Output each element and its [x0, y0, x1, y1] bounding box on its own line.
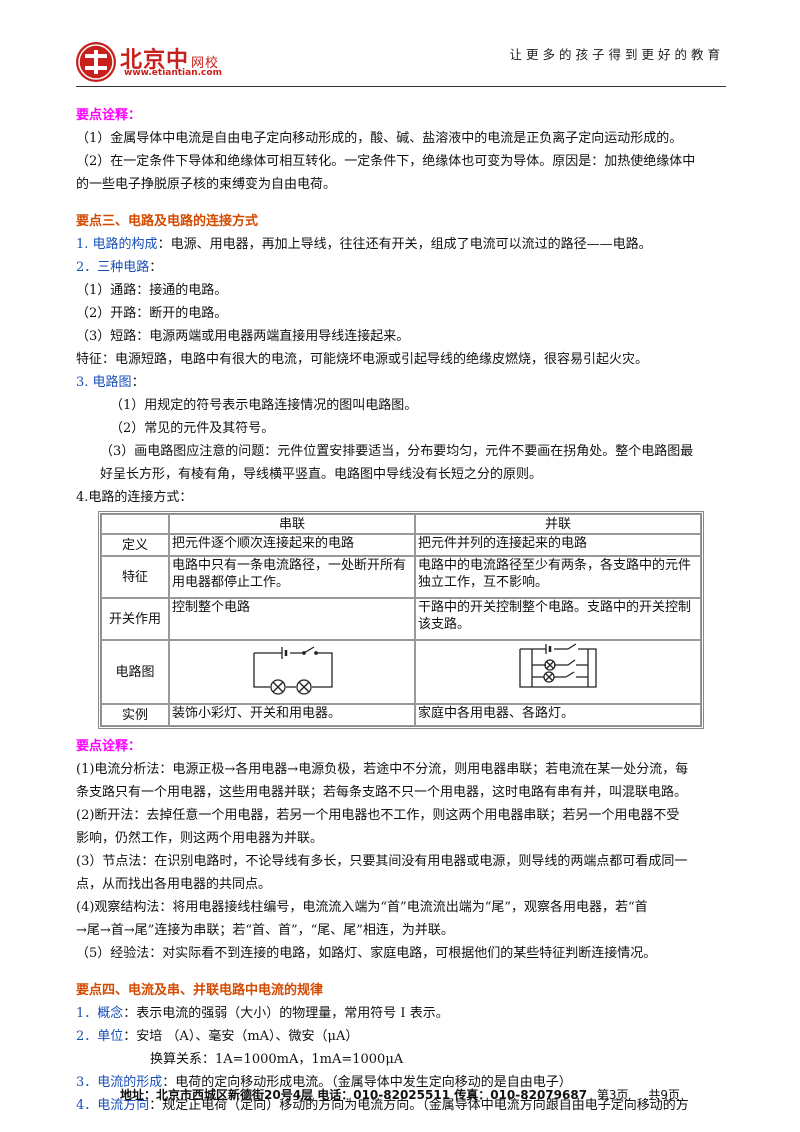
current-formation: 3．电流的形成：电荷的定向移动形成电流。（金属导体中发生定向移动的是自由电子）	[76, 1075, 572, 1090]
table-cell: 把元件逐个顺次连接起来的电路	[169, 534, 415, 556]
header-divider	[76, 86, 726, 87]
note2-line-2: 条支路只有一个用电器，这些用电器并联；若每条支路不只一个用电器，这时电路有串有并…	[76, 785, 688, 800]
table-row: 开关作用 控制整个电路 干路中的开关控制整个电路。支路中的开关控制该支路。	[101, 598, 701, 640]
logo-name: 北京中网校	[120, 48, 220, 73]
slogan: 让更多的孩子得到更好的教育	[509, 47, 724, 62]
note1-line-2: （2）在一定条件下导体和绝缘体可相互转化。一定条件下，绝缘体也可变为导体。原因是…	[76, 154, 696, 169]
note2-line-8: →尾→首→尾”连接为串联；若“首、首”，“尾、尾”相连，为并联。	[76, 923, 454, 938]
footer-page: 第3页	[596, 1088, 629, 1102]
note1-line-3: 的一些电子挣脱原子核的束缚变为自由电荷。	[76, 177, 337, 192]
parallel-circuit-diagram	[415, 640, 701, 704]
table-cell: 控制整个电路	[169, 598, 415, 640]
section3-title: 要点三、电路及电路的连接方式	[76, 214, 259, 229]
series-parallel-table: 串联 并联 定义 把元件逐个顺次连接起来的电路 把元件并列的连接起来的电路 特征…	[98, 511, 704, 729]
current-concept: 1．概念：表示电流的强弱（大小）的物理量，常用符号 I 表示。	[76, 1006, 449, 1021]
school-logo-icon	[76, 42, 116, 82]
table-cell: 干路中的开关控制整个电路。支路中的开关控制该支路。	[415, 598, 701, 640]
current-unit: 2．单位：安培 （A）、毫安（mA）、微安（μA）	[76, 1029, 359, 1044]
note1-label: 要点诠释：	[76, 108, 142, 123]
footer-total: 共9页	[648, 1088, 680, 1102]
table-header-series: 串联	[169, 514, 415, 534]
page-footer: 地址：北京市西城区新德街20号4层 电话：010-82025511 传真：010…	[0, 1086, 800, 1103]
note2-line-6: 点，从而找出各用电器的共同点。	[76, 877, 272, 892]
note1-line-1: （1）金属导体中电流是自由电子定向移动形成的，酸、碱、盐溶液中的电流是正负离子定…	[76, 131, 683, 146]
table-row: 定义 把元件逐个顺次连接起来的电路 把元件并列的连接起来的电路	[101, 534, 701, 556]
short-feature: 特征：电源短路，电路中有很大的电流，可能烧坏电源或引起导线的绝缘皮燃烧，很容易引…	[76, 352, 649, 367]
page-header: 北京中网校 www.etiantian.com 让更多的孩子得到更好的教育	[0, 0, 800, 92]
table-row: 实例 装饰小彩灯、开关和用电器。 家庭中各用电器、各路灯。	[101, 704, 701, 726]
table-cell: 把元件并列的连接起来的电路	[415, 534, 701, 556]
table-row: 串联 并联	[101, 514, 701, 534]
circuit-composition: 1. 电路的构成：电源、用电器，再加上导线，往往还有开关，组成了电流可以流过的路…	[76, 237, 652, 252]
table-cell: 实例	[101, 704, 169, 726]
note2-line-1: (1)电流分析法：电源正极→各用电器→电源负极，若途中不分流，则用电器串联；若电…	[76, 762, 689, 777]
table-cell: 开关作用	[101, 598, 169, 640]
note2-line-9: （5）经验法：对实际看不到连接的电路，如路灯、家庭电路，可根据他们的某些特征判断…	[76, 946, 657, 961]
series-circuit-diagram	[169, 640, 415, 704]
unit-conversion: 换算关系：1A=1000mA，1mA=1000μA	[150, 1052, 404, 1067]
diagram-note-1: （3）画电路图应注意的问题：元件位置安排要适当，分布要均匀，元件不要画在拐角处。…	[100, 444, 694, 459]
note2-line-4: 影响，仍然工作，则这两个用电器为并联。	[76, 831, 324, 846]
note2-label: 要点诠释：	[76, 739, 142, 754]
table-header-parallel: 并联	[415, 514, 701, 534]
note2-line-5: (3）节点法：在识别电路时，不论导线有多长，只要其间没有用电器或电源，则导线的两…	[76, 854, 688, 869]
logo-url: www.etiantian.com	[124, 68, 222, 78]
table-cell: 装饰小彩灯、开关和用电器。	[169, 704, 415, 726]
kind-open: （2）开路：断开的电路。	[76, 306, 228, 321]
current-direction: 4．电流方向：规定正电荷（定向）移动的方向为电流方向。（金属导体中电流方向跟自由…	[76, 1098, 689, 1113]
table-cell	[101, 514, 169, 534]
page-content: 要点诠释： （1）金属导体中电流是自由电子定向移动形成的，酸、碱、盐溶液中的电流…	[76, 104, 730, 1117]
diagram-note-2: 好呈长方形，有棱有角，导线横平竖直。电路图中导线没有长短之分的原则。	[100, 467, 543, 482]
table-row: 电路图	[101, 640, 701, 704]
connection-methods: 4.电路的连接方式：	[76, 490, 193, 505]
kind-short: （3）短路：电源两端或用电器两端直接用导线连接起来。	[76, 329, 410, 344]
table-cell: 电路图	[101, 640, 169, 704]
diagram-line-2: （2）常见的元件及其符号。	[110, 421, 275, 436]
footer-address: 地址：北京市西城区新德街20号4层 电话：010-82025511 传真：010…	[120, 1088, 588, 1102]
table-cell: 特征	[101, 556, 169, 598]
three-circuits: 2．三种电路：	[76, 260, 163, 275]
section4-title: 要点四、电流及串、并联电路中电流的规律	[76, 983, 324, 998]
table-cell: 电路中只有一条电流路径，一处断开所有用电器都停止工作。	[169, 556, 415, 598]
table-cell: 家庭中各用电器、各路灯。	[415, 704, 701, 726]
note2-line-7: (4)观察结构法：将用电器接线柱编号，电流流入端为“首”电流流出端为“尾”，观察…	[76, 900, 648, 915]
kind-closed: （1）通路：接通的电路。	[76, 283, 228, 298]
circuit-diagram-heading: 3. 电路图：	[76, 375, 145, 390]
table-cell: 定义	[101, 534, 169, 556]
table-row: 特征 电路中只有一条电流路径，一处断开所有用电器都停止工作。 电路中的电流路径至…	[101, 556, 701, 598]
note2-line-3: (2)断开法：去掉任意一个用电器，若另一个用电器也不工作，则这两个用电器串联；若…	[76, 808, 680, 823]
diagram-line-1: （1）用规定的符号表示电路连接情况的图叫电路图。	[110, 398, 418, 413]
table-cell: 电路中的电流路径至少有两条，各支路中的元件独立工作，互不影响。	[415, 556, 701, 598]
